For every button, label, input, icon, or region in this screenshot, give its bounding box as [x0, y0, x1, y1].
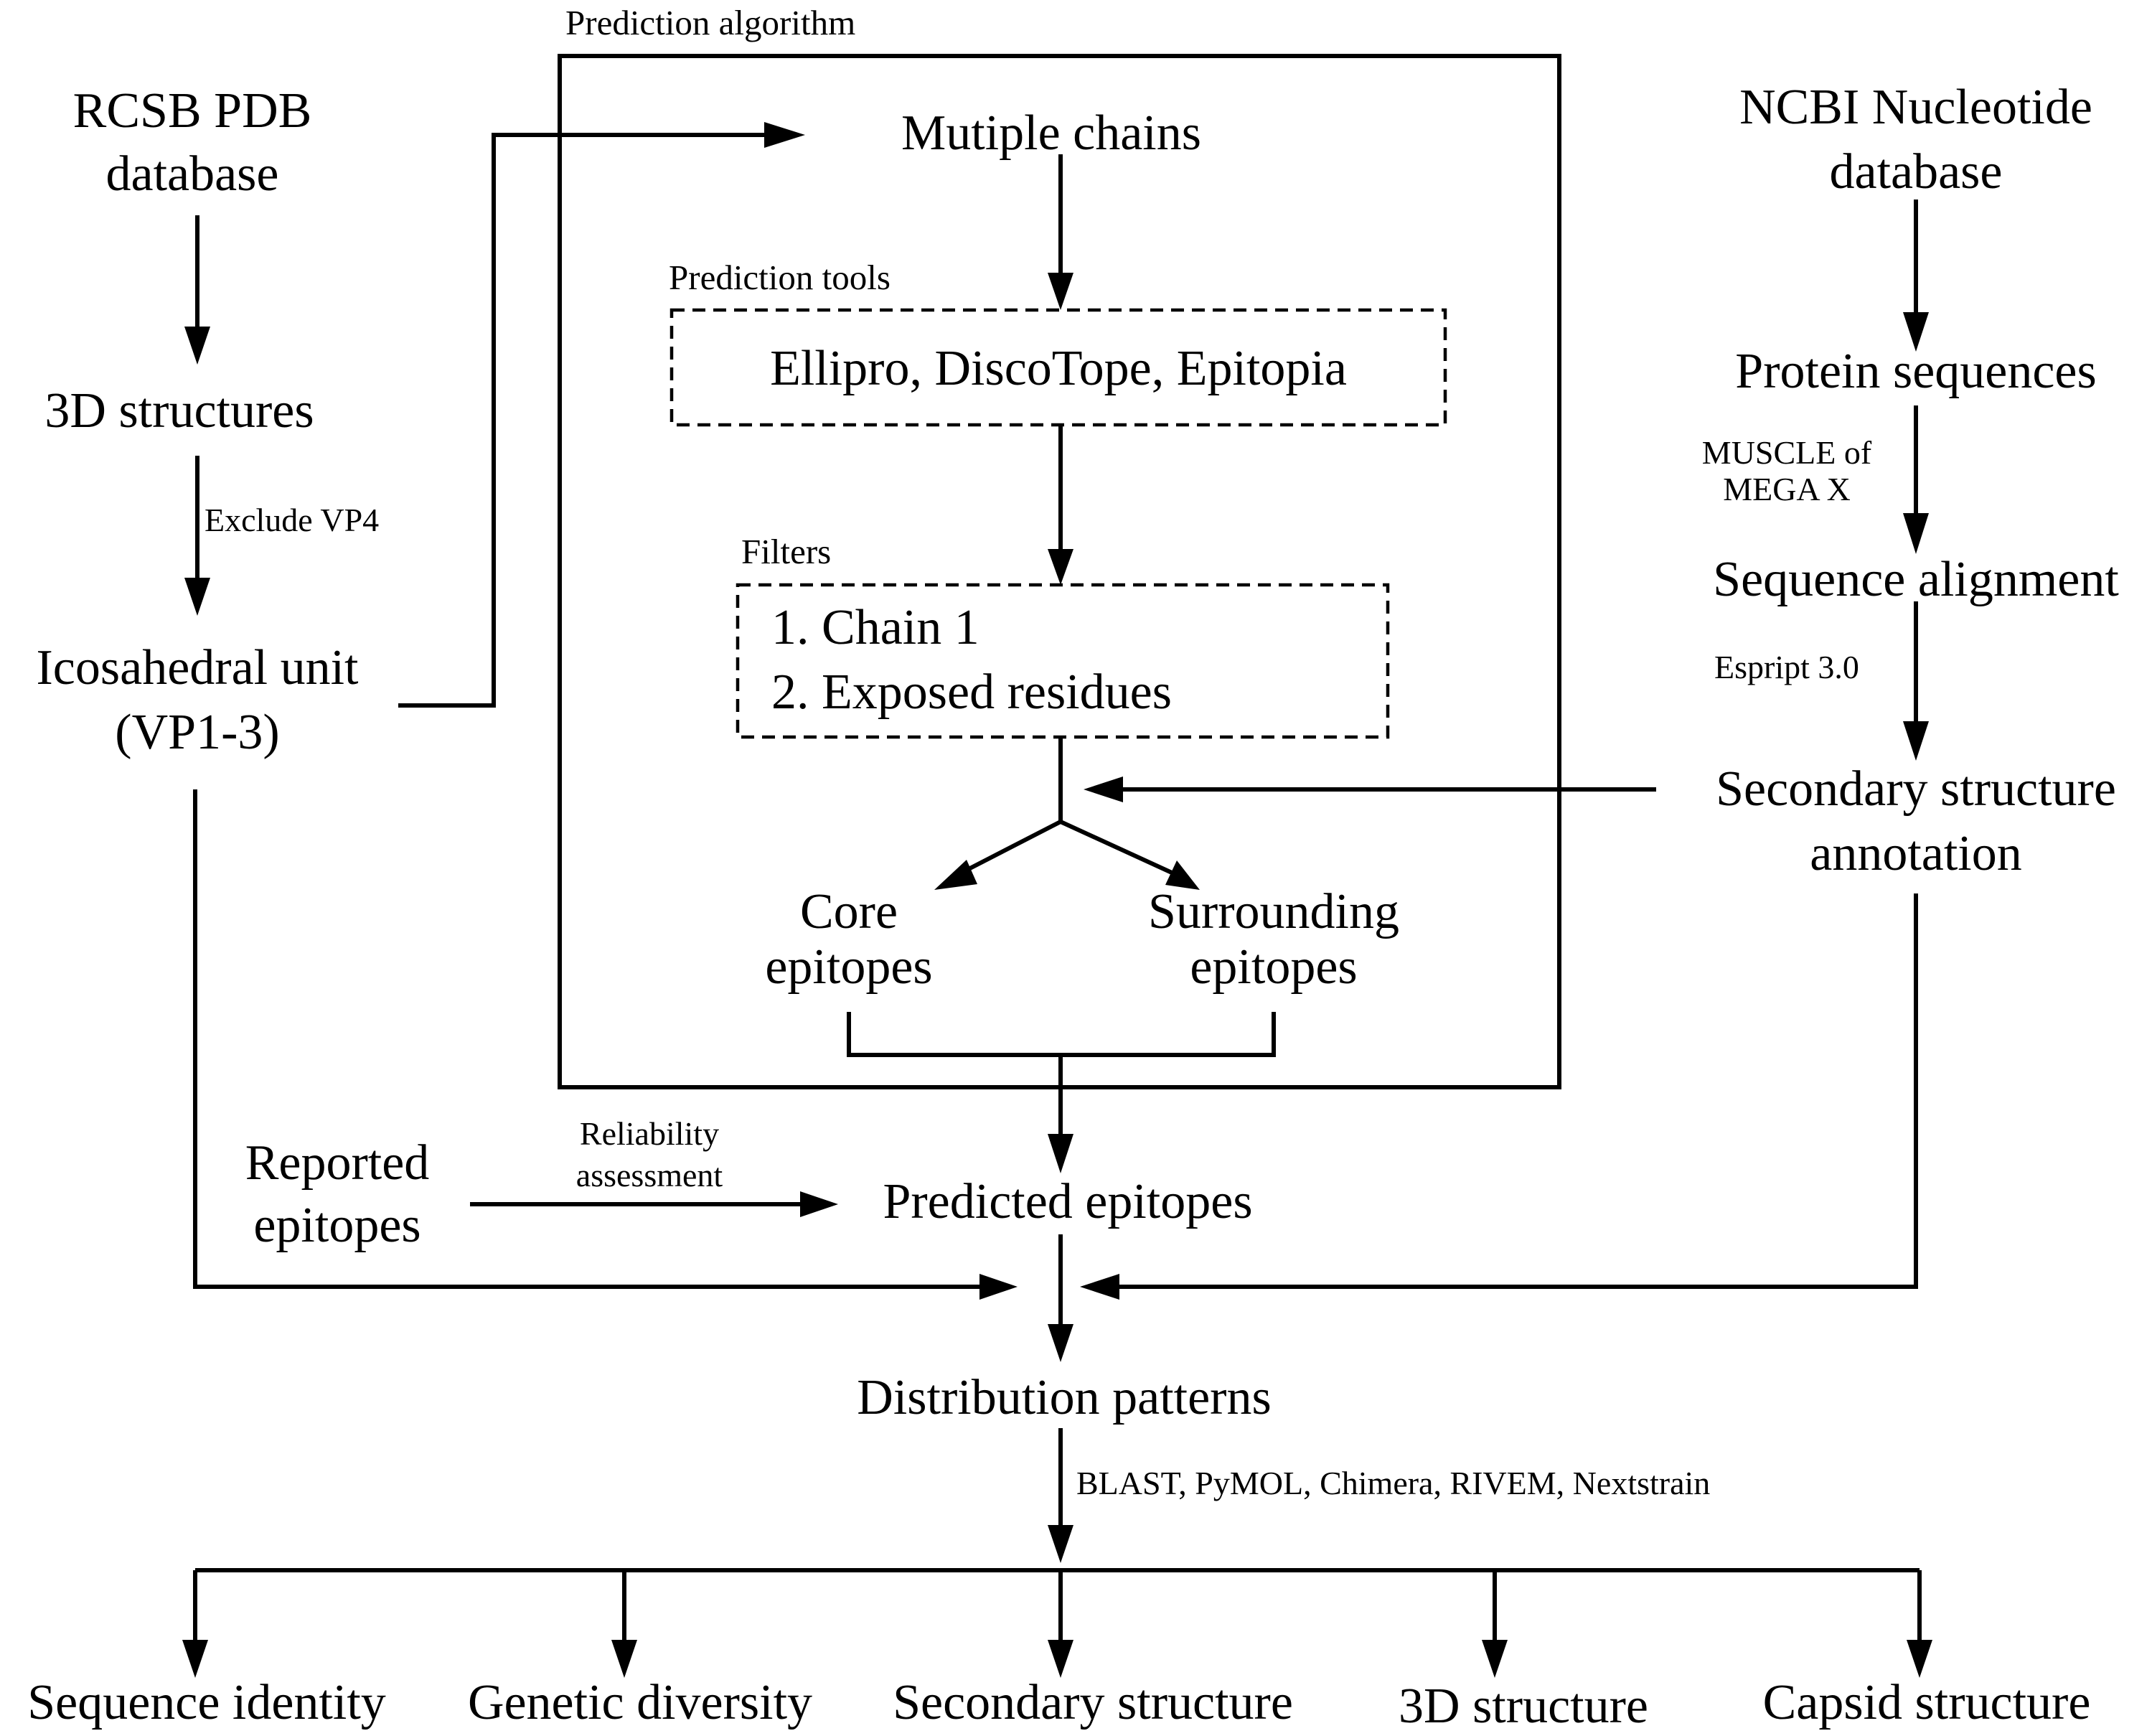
surrounding-label: Surrounding [1148, 884, 1399, 939]
reliability-label: Reliability [580, 1115, 719, 1152]
filter-chain-1: 1. Chain 1 [771, 600, 979, 655]
arrow-head-down [1482, 1640, 1508, 1678]
arrow-head-down [184, 327, 210, 365]
arrow-head-down [184, 578, 210, 616]
assessment-label: assessment [576, 1157, 723, 1193]
core-label: Core [800, 884, 898, 939]
prediction-algorithm-label: Prediction algorithm [565, 3, 855, 42]
muscle-label: MUSCLE of [1702, 434, 1872, 471]
output-genetic-diversity: Genetic diversity [468, 1675, 812, 1730]
arrow-head-down [1903, 721, 1929, 761]
exclude-vp4-label: Exclude VP4 [205, 502, 379, 538]
output-capsid-structure: Capsid structure [1763, 1675, 2091, 1730]
prediction-tools-label: Prediction tools [669, 258, 891, 297]
secondary-structure-label: Secondary structure [1716, 761, 2116, 817]
arrow-head-down-right [1165, 860, 1200, 890]
vp1-3-label: (VP1-3) [115, 705, 279, 760]
arrow-head-left [1080, 1274, 1119, 1300]
reported-label: Reported [245, 1135, 430, 1191]
espript-label: Espript 3.0 [1714, 649, 1859, 685]
arrow-head-down [1903, 312, 1929, 352]
arrow-head-down-left [934, 860, 977, 890]
arrow-head-right [979, 1274, 1018, 1300]
filters-label: Filters [741, 532, 831, 571]
rcsb-pdb-label: RCSB PDB [73, 83, 312, 139]
output-secondary-structure: Secondary structure [893, 1675, 1293, 1730]
mega-x-label: MEGA X [1723, 471, 1851, 507]
filter-exposed-residues: 2. Exposed residues [771, 665, 1172, 720]
core-epitopes-label: epitopes [765, 939, 932, 995]
arrow-head-down [1048, 1134, 1073, 1173]
analysis-tools-label: BLAST, PyMOL, Chimera, RIVEM, Nextstrain [1076, 1465, 1710, 1501]
sequence-alignment-label: Sequence alignment [1713, 552, 2119, 607]
multiple-chains-label: Mutiple chains [901, 105, 1201, 161]
protein-sequences-label: Protein sequences [1735, 344, 2096, 399]
arrow-head-right [800, 1191, 838, 1217]
arrow-head-down [1048, 273, 1073, 310]
arrow-head-right [764, 122, 805, 148]
arrow-head-down [182, 1640, 208, 1678]
icosahedral-unit-label: Icosahedral unit [37, 640, 360, 695]
arrow-head-down [611, 1640, 637, 1678]
ncbi-database-label: database [1830, 144, 2003, 200]
arrow-head-down [1048, 1525, 1073, 1563]
arrow-head-down [1048, 1324, 1073, 1362]
distribution-patterns-label: Distribution patterns [857, 1370, 1271, 1425]
arrow-head-left [1084, 776, 1123, 802]
rcsb-database-label: database [106, 146, 279, 202]
reported-epitopes-label: epitopes [253, 1198, 420, 1253]
arrow-head-down [1907, 1640, 1932, 1678]
ncbi-nucleotide-label: NCBI Nucleotide [1739, 80, 2092, 135]
annotation-label: annotation [1810, 826, 2021, 881]
arrow-head-down [1048, 549, 1073, 585]
arrowheads [182, 122, 1932, 1678]
3d-structures-label: 3D structures [44, 383, 314, 438]
output-sequence-identity: Sequence identity [27, 1675, 386, 1730]
output-3d-structure: 3D structure [1399, 1679, 1648, 1734]
surrounding-epitopes-label: epitopes [1190, 939, 1357, 995]
arrow-head-down [1048, 1640, 1073, 1678]
connector-lines [193, 133, 1922, 1643]
arrow-head-down [1903, 513, 1929, 554]
predicted-epitopes-label: Predicted epitopes [883, 1174, 1252, 1229]
prediction-tools-list: Ellipro, DiscoTope, Epitopia [770, 341, 1347, 396]
